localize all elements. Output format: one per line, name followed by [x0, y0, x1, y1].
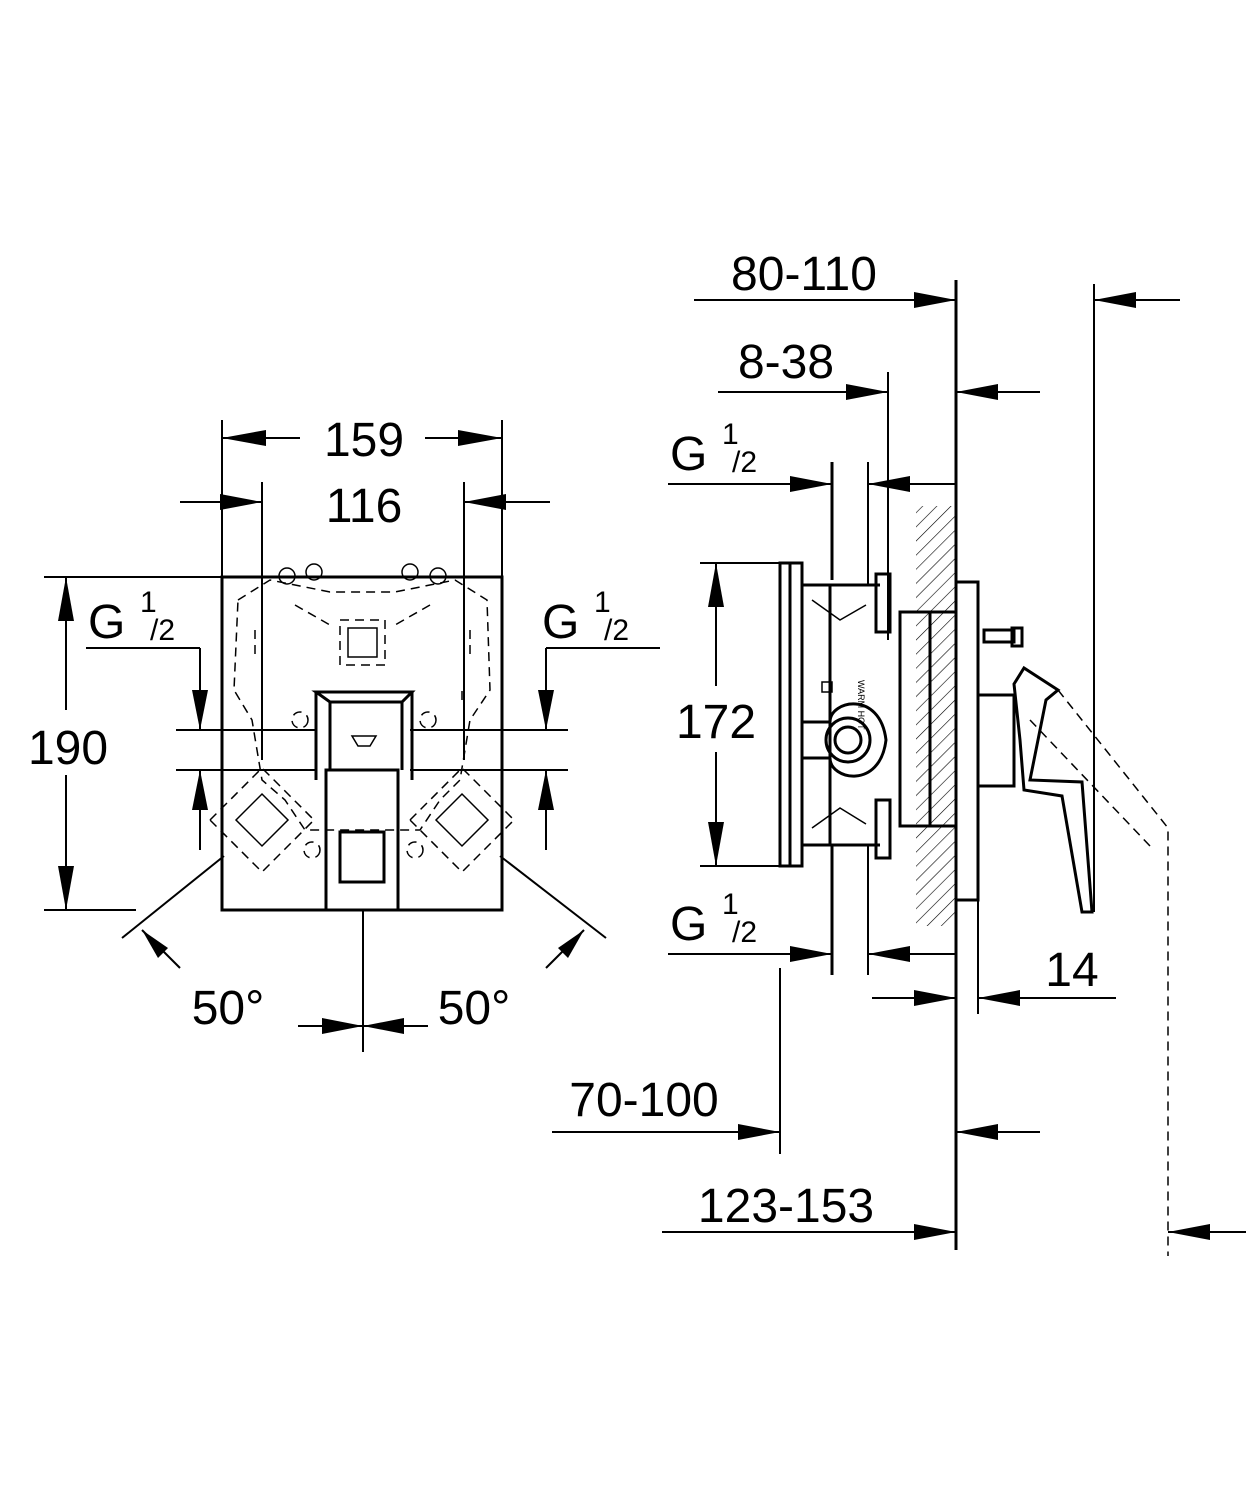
angle-left-label: 50°	[192, 982, 265, 1035]
thread-right-den: /2	[604, 614, 629, 647]
thread-top-num: 1	[722, 418, 739, 451]
height-label: 190	[28, 722, 108, 775]
thread-top-den: /2	[732, 446, 757, 479]
thread-top-callout: G 1 /2	[668, 418, 956, 585]
wall-range-label: 8-38	[738, 336, 834, 389]
dim-inlet-depth: 70-100	[552, 968, 1040, 1154]
thread-right-callout: G 1 /2	[410, 586, 660, 850]
rosette-label: 14	[1045, 944, 1098, 997]
cover-plate	[220, 575, 504, 912]
lever-handle	[311, 690, 416, 912]
dim-height: 190	[28, 576, 222, 911]
thread-right-num: 1	[594, 586, 611, 619]
wall	[916, 280, 958, 1250]
body-height-label: 172	[676, 696, 756, 749]
dim-width-inner: 116	[180, 480, 550, 760]
dim-wall-range: 8-38	[718, 336, 1040, 640]
thread-bottom-callout: G 1 /2	[668, 845, 956, 975]
front-view: 159 116 190	[28, 414, 660, 1052]
side-view: WARM HOT 80-110	[552, 248, 1246, 1256]
dim-body-height: 172	[676, 562, 780, 867]
dim-angles: 50° 50°	[121, 855, 607, 1052]
svg-text:WARM HOT: WARM HOT	[856, 680, 866, 730]
thread-left-g: G	[88, 596, 125, 649]
width-outer-label: 159	[324, 414, 404, 467]
thread-top-g: G	[670, 428, 707, 481]
thread-left-num: 1	[140, 586, 157, 619]
depth-overall-label: 80-110	[731, 248, 877, 301]
mounting-body: WARM HOT	[778, 462, 958, 975]
thread-bottom-num: 1	[722, 888, 739, 921]
inlet-depth-label: 70-100	[569, 1074, 718, 1127]
dim-width-outer: 159	[221, 414, 503, 577]
thread-bottom-den: /2	[732, 916, 757, 949]
thread-bottom-g: G	[670, 898, 707, 951]
width-inner-label: 116	[326, 480, 403, 533]
thread-left-callout: G 1 /2	[86, 586, 316, 850]
projection-label: 123-153	[698, 1180, 874, 1233]
dim-projection: 123-153	[662, 1180, 1246, 1240]
thread-left-den: /2	[150, 614, 175, 647]
cover-and-lever	[956, 580, 1169, 1256]
mounting-box-outline	[208, 563, 516, 874]
dim-rosette: 14	[872, 900, 1116, 1014]
dim-depth-overall: 80-110	[694, 248, 1180, 912]
thread-right-g: G	[542, 596, 579, 649]
angle-right-label: 50°	[438, 982, 511, 1035]
